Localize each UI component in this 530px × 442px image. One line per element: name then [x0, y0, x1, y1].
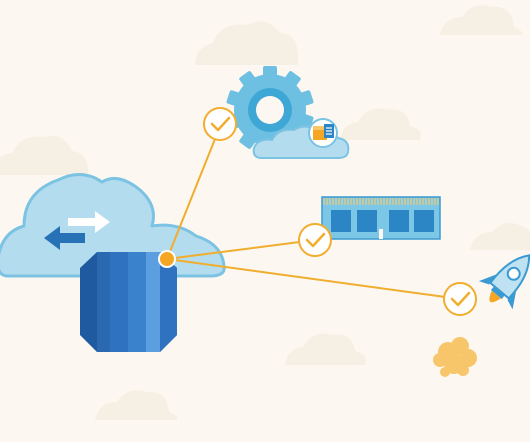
- smoke-cloud: [433, 337, 477, 377]
- memory-chip: [414, 210, 434, 232]
- faint-cloud: [340, 108, 421, 140]
- faint-cloud: [470, 223, 530, 250]
- arrow-left-icon: [44, 226, 85, 250]
- check-icon: [305, 232, 326, 248]
- faint-cloud: [285, 333, 366, 365]
- faint-cloud: [95, 390, 178, 420]
- flame: [489, 290, 501, 303]
- check-icon: [210, 116, 231, 132]
- database-icon: [80, 252, 177, 352]
- arrow-right-icon: [68, 211, 110, 233]
- faint-cloud: [0, 135, 89, 175]
- connector-rocket: [166, 258, 461, 300]
- memory-module-icon: [321, 196, 441, 240]
- faint-cloud: [440, 5, 523, 35]
- memory-chip: [331, 210, 351, 232]
- connector-lines: [166, 123, 461, 300]
- package-icon: [308, 118, 338, 148]
- memory-chip: [357, 210, 377, 232]
- check-badge-memory: [298, 223, 332, 257]
- faint-cloud: [195, 21, 299, 65]
- check-badge-gear: [203, 107, 237, 141]
- hub-node: [158, 250, 176, 268]
- rocket-icon: [478, 254, 530, 310]
- swap-arrows-icon: [44, 211, 110, 250]
- memory-chip: [389, 210, 409, 232]
- check-icon: [450, 291, 471, 307]
- check-badge-rocket: [443, 282, 477, 316]
- background-clouds: [0, 5, 530, 420]
- connector-memory: [166, 239, 316, 260]
- connector-gear: [166, 123, 222, 260]
